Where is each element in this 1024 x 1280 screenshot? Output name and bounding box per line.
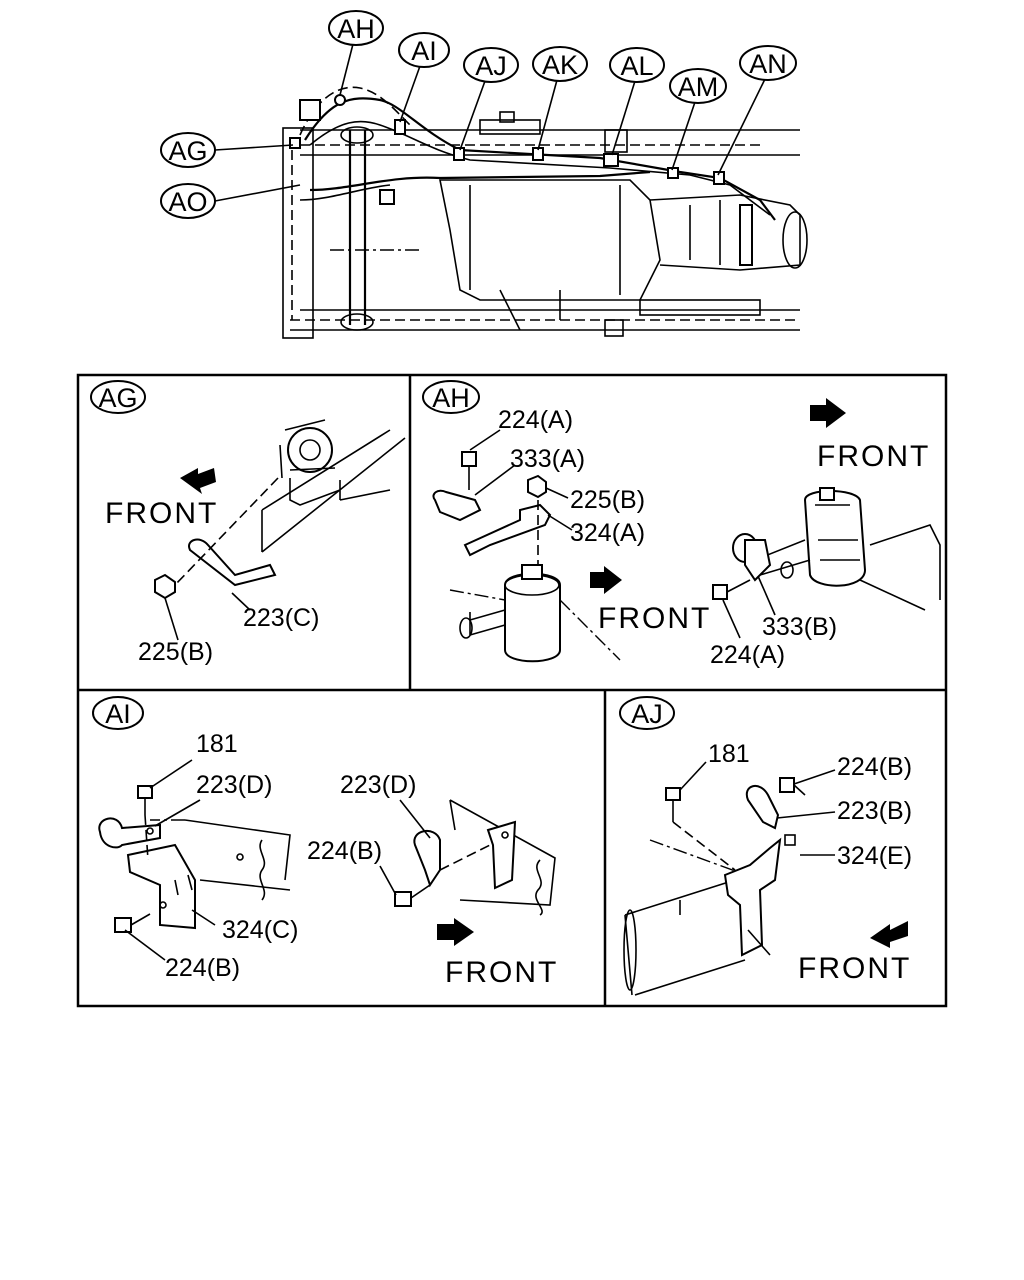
callout-ah: AH	[328, 10, 384, 46]
panel-aj-title: AJ	[631, 699, 663, 729]
label-223d-left: 223(D)	[196, 771, 272, 799]
chassis-overview	[282, 86, 808, 339]
callout-aj: AJ	[463, 47, 519, 83]
callout-ak-label: AK	[542, 50, 578, 80]
callout-ag-label: AG	[168, 136, 207, 166]
callout-ai: AI	[398, 32, 450, 68]
front-arrow-icon	[590, 566, 622, 594]
callout-am: AM	[669, 68, 727, 104]
panel-aj-front: FRONT	[798, 952, 911, 985]
callout-an-label: AN	[749, 49, 787, 79]
panel-ag-front: FRONT	[105, 497, 218, 530]
callout-an: AN	[739, 45, 797, 81]
detail-panel-grid	[76, 373, 948, 1008]
panel-ai: AI FRONT	[92, 696, 558, 989]
label-225b: 225(B)	[570, 486, 645, 514]
front-arrow-icon	[180, 468, 216, 494]
callout-ao: AO	[160, 183, 216, 219]
label-333b: 333(B)	[762, 613, 837, 641]
panel-ag-title: AG	[98, 383, 137, 413]
callout-am-label: AM	[678, 72, 719, 102]
callout-ai-label: AI	[411, 36, 437, 66]
label-224b-right: 224(B)	[307, 837, 382, 865]
label-223c: 223(C)	[243, 604, 319, 632]
callout-ao-label: AO	[168, 187, 207, 217]
callout-al: AL	[609, 47, 665, 83]
front-arrow-icon	[870, 921, 908, 948]
label-181: 181	[708, 740, 750, 768]
callout-ak: AK	[532, 46, 588, 82]
panel-ai-front: FRONT	[445, 956, 558, 989]
panel-ah-front-top: FRONT	[817, 440, 930, 473]
callout-leaders	[214, 43, 766, 202]
panel-ah-front-mid: FRONT	[598, 602, 711, 635]
label-333a: 333(A)	[510, 445, 585, 473]
callout-ah-label: AH	[337, 14, 375, 44]
callout-al-label: AL	[620, 51, 653, 81]
label-224a-bottom: 224(A)	[710, 641, 785, 669]
label-324e: 324(E)	[837, 842, 912, 870]
panel-ai-title: AI	[105, 699, 131, 729]
label-324c: 324(C)	[222, 916, 298, 944]
label-224b: 224(B)	[837, 753, 912, 781]
label-223b: 223(B)	[837, 797, 912, 825]
panel-ah: AH FRONT FRONT	[422, 380, 941, 669]
label-223d-right: 223(D)	[340, 771, 416, 799]
panel-aj: AJ FRONT 181 224(B) 223(B) 324(E)	[619, 696, 912, 996]
label-225b: 225(B)	[138, 638, 213, 666]
label-224b-bottom: 224(B)	[165, 954, 240, 982]
front-arrow-icon	[437, 918, 474, 946]
callout-aj-label: AJ	[475, 51, 507, 81]
front-arrow-icon	[810, 398, 846, 428]
label-181: 181	[196, 730, 238, 758]
panel-ah-title: AH	[432, 383, 470, 413]
label-224a-top: 224(A)	[498, 406, 573, 434]
panel-ag: AG FRONT 223(C) 225(B)	[90, 380, 406, 666]
label-324a: 324(A)	[570, 519, 645, 547]
callout-ag: AG	[160, 132, 216, 168]
